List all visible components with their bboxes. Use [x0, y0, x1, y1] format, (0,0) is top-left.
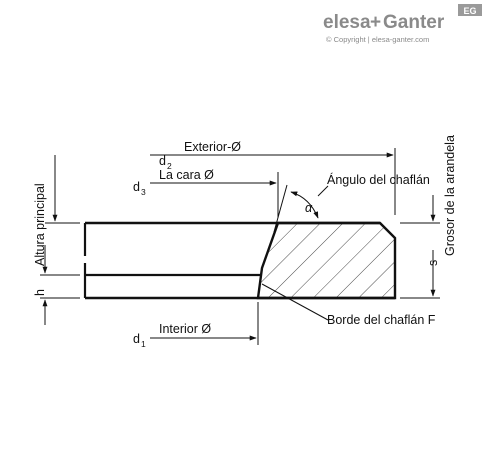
- brand-logo: elesa + Ganter EG © Copyright | elesa-ga…: [323, 4, 482, 44]
- h-symbol: h: [33, 289, 47, 296]
- section-outline: [256, 221, 397, 300]
- brand-badge-bg: [458, 4, 482, 16]
- s-symbol: s: [426, 260, 440, 266]
- washer-section: [256, 221, 397, 300]
- d3-symbol: d: [133, 180, 140, 194]
- face-diameter-label: La cara Ø: [159, 168, 214, 182]
- dimension-labels: d 2 Exterior-Ø d 3 La cara Ø Ángulo del …: [33, 135, 457, 349]
- chamfer-angle-arc: [290, 191, 319, 219]
- interior-diameter-label: Interior Ø: [159, 322, 211, 336]
- brand-plus: +: [370, 12, 381, 33]
- brand-badge: EG: [463, 6, 476, 16]
- d2-symbol: d: [159, 154, 166, 168]
- reference-lines: [40, 148, 440, 345]
- d3-subscript: 3: [141, 187, 146, 197]
- exterior-diameter-label: Exterior-Ø: [184, 140, 241, 154]
- copyright-text: © Copyright | elesa-ganter.com: [326, 35, 429, 44]
- washer-thickness-label: Grosor de la arandela: [443, 135, 457, 256]
- chamfer-angle-label: Ángulo del chaflán: [327, 172, 430, 187]
- section-hatching: [258, 223, 395, 298]
- brand-name-ganter: Ganter: [383, 12, 445, 33]
- chamfer-edge-label: Borde del chaflán F: [327, 313, 436, 327]
- d1-symbol: d: [133, 332, 140, 346]
- dimension-arrows: [42, 152, 436, 341]
- d2-subscript: 2: [167, 161, 172, 171]
- chamfer-angle-reference-line: [273, 184, 288, 233]
- d1-subscript: 1: [141, 339, 146, 349]
- chamfer-angle-leader: [317, 185, 329, 197]
- brand-name-elesa: elesa: [323, 12, 371, 33]
- main-height-label: Altura principal: [33, 183, 47, 266]
- alpha-symbol: α: [305, 201, 313, 215]
- chamfer-edge-leader: [261, 283, 329, 321]
